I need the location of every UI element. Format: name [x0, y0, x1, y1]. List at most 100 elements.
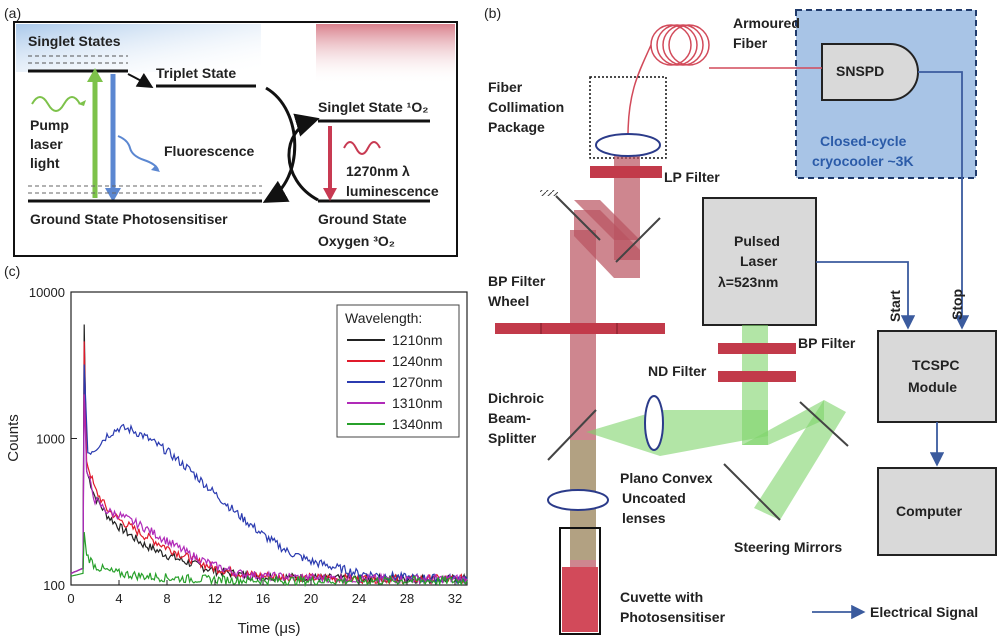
luminescence-wave: [343, 141, 381, 155]
stop-label: Stop: [949, 289, 965, 320]
computer-box: [877, 467, 997, 556]
x-tick-label: 16: [256, 591, 270, 606]
bp-filter-wheel-label-2: Wheel: [488, 293, 529, 309]
dichroic-label-2: Beam-: [488, 410, 531, 426]
luminescence-label-2: luminescence: [346, 183, 439, 199]
snspd-label: SNSPD: [836, 63, 884, 79]
tcspc-label-1: TCSPC: [912, 357, 959, 373]
ground-o2-label-1: Ground State: [318, 211, 407, 227]
y-tick-label: 1000: [36, 432, 65, 447]
pump-label-1: Pump: [30, 117, 69, 133]
x-tick-label: 12: [208, 591, 222, 606]
computer-label: Computer: [896, 503, 963, 519]
cuvette-label-2: Photosensitiser: [620, 609, 726, 625]
panel-c-tag: (c): [4, 263, 20, 279]
emission-arrow-head: [105, 188, 121, 202]
collimation-lens: [595, 133, 661, 157]
x-axis-label: Time (μs): [237, 620, 300, 637]
x-tick-label: 32: [448, 591, 462, 606]
x-tick-label: 8: [163, 591, 170, 606]
nd-filter: [718, 371, 796, 382]
ground-ps-label: Ground State Photosensitiser: [30, 211, 228, 227]
series-line-1310nm: [70, 394, 468, 586]
energy-transfer-arrow-1: [262, 86, 297, 203]
legend-label-1240nm: 1240nm: [392, 353, 443, 369]
y-axis-label: Counts: [5, 414, 22, 462]
pulsed-laser-label-3: λ=523nm: [718, 274, 778, 290]
x-tick-label: 4: [115, 591, 122, 606]
singlet-bg: [16, 24, 261, 72]
armoured-fiber-coil: [627, 24, 822, 137]
pump-label-2: laser: [30, 136, 63, 152]
tcspc-module-box: [877, 330, 997, 423]
pump-label-3: light: [30, 155, 60, 171]
x-tick-label: 0: [67, 591, 74, 606]
collimation-label-1: Fiber: [488, 79, 523, 95]
legend-label-1210nm: 1210nm: [392, 332, 443, 348]
triplet-state-label: Triplet State: [156, 65, 236, 81]
x-tick-label: 20: [304, 591, 318, 606]
panel-b-tag: (b): [484, 5, 501, 21]
plano-convex-lens-2: [547, 489, 609, 511]
snspd-detector: [821, 43, 919, 101]
bp-filter-wheel-label-1: BP Filter: [488, 273, 546, 289]
mirror-upper-left: [555, 195, 601, 241]
series-line-1270nm: [70, 364, 468, 586]
luminescence-arrow-head: [323, 188, 337, 201]
absorption-arrow-head: [87, 68, 103, 82]
singlet-states-label: Singlet States: [28, 33, 121, 49]
luminescence-label-1: 1270nm λ: [346, 163, 410, 179]
dichroic-label-3: Splitter: [488, 430, 537, 446]
cuvette-solution: [562, 567, 598, 632]
x-tick-label: 24: [352, 591, 366, 606]
dichroic-mirror: [547, 409, 597, 461]
bp-filter-wheel: [495, 323, 665, 334]
cryocooler-label-2: cryocooler ~3K: [812, 153, 914, 169]
green-beam: [570, 325, 846, 560]
cryocooler-label-1: Closed-cycle: [820, 133, 907, 149]
collimation-package: [589, 76, 667, 159]
series-line-1340nm: [70, 531, 468, 588]
ticks-group: 0 4 8 12 16 20 24 28 32 100 1000 10000: [29, 285, 462, 606]
plano-convex-lens-1: [644, 395, 664, 451]
singlet-levels: [28, 55, 128, 73]
collimation-label-2: Collimation: [488, 99, 564, 115]
pulsed-laser-box: [702, 197, 817, 326]
dichroic-label-1: Dichroic: [488, 390, 544, 406]
panel-a-tag: (a): [4, 5, 21, 21]
cuvette: [559, 527, 601, 635]
plano-convex-label-1: Plano Convex: [620, 470, 713, 486]
legend-label-1310nm: 1310nm: [392, 395, 443, 411]
y-tick-label: 100: [43, 578, 65, 593]
electrical-connections: [812, 71, 970, 620]
x-tick-label: 28: [400, 591, 414, 606]
electrical-signal-label: Electrical Signal: [870, 604, 978, 620]
steering-mirror-1: [799, 401, 849, 447]
armoured-fiber-label-2: Fiber: [733, 35, 768, 51]
singlet-o2-label: Singlet State ¹O₂: [318, 99, 428, 115]
isc-arrow: [127, 72, 154, 89]
legend-box: [336, 304, 460, 438]
tcspc-label-2: Module: [908, 379, 957, 395]
pump-wave: [31, 96, 86, 112]
ground-levels: [28, 185, 430, 203]
steering-mirrors-label: Steering Mirrors: [734, 539, 842, 555]
o2-bg: [316, 24, 455, 84]
nd-filter-label: ND Filter: [648, 363, 707, 379]
collimation-label-3: Package: [488, 119, 545, 135]
decay-chart: 0 4 8 12 16 20 24 28 32 100 1000 10000 Counts Time …: [5, 285, 468, 637]
legend-title: Wavelength:: [345, 310, 422, 326]
series-group: [70, 324, 468, 588]
fluorescence-wave: [117, 135, 160, 172]
y-tick-label: 10000: [29, 285, 65, 300]
steering-mirror-2: [723, 463, 781, 521]
pulsed-laser-label-2: Laser: [740, 253, 778, 269]
plano-convex-label-2: Uncoated: [622, 490, 686, 506]
fluorescence-label: Fluorescence: [164, 143, 254, 159]
plano-convex-label-3: lenses: [622, 510, 666, 526]
cuvette-label-1: Cuvette with: [620, 589, 703, 605]
lp-filter: [590, 166, 662, 178]
start-label: Start: [887, 290, 903, 322]
